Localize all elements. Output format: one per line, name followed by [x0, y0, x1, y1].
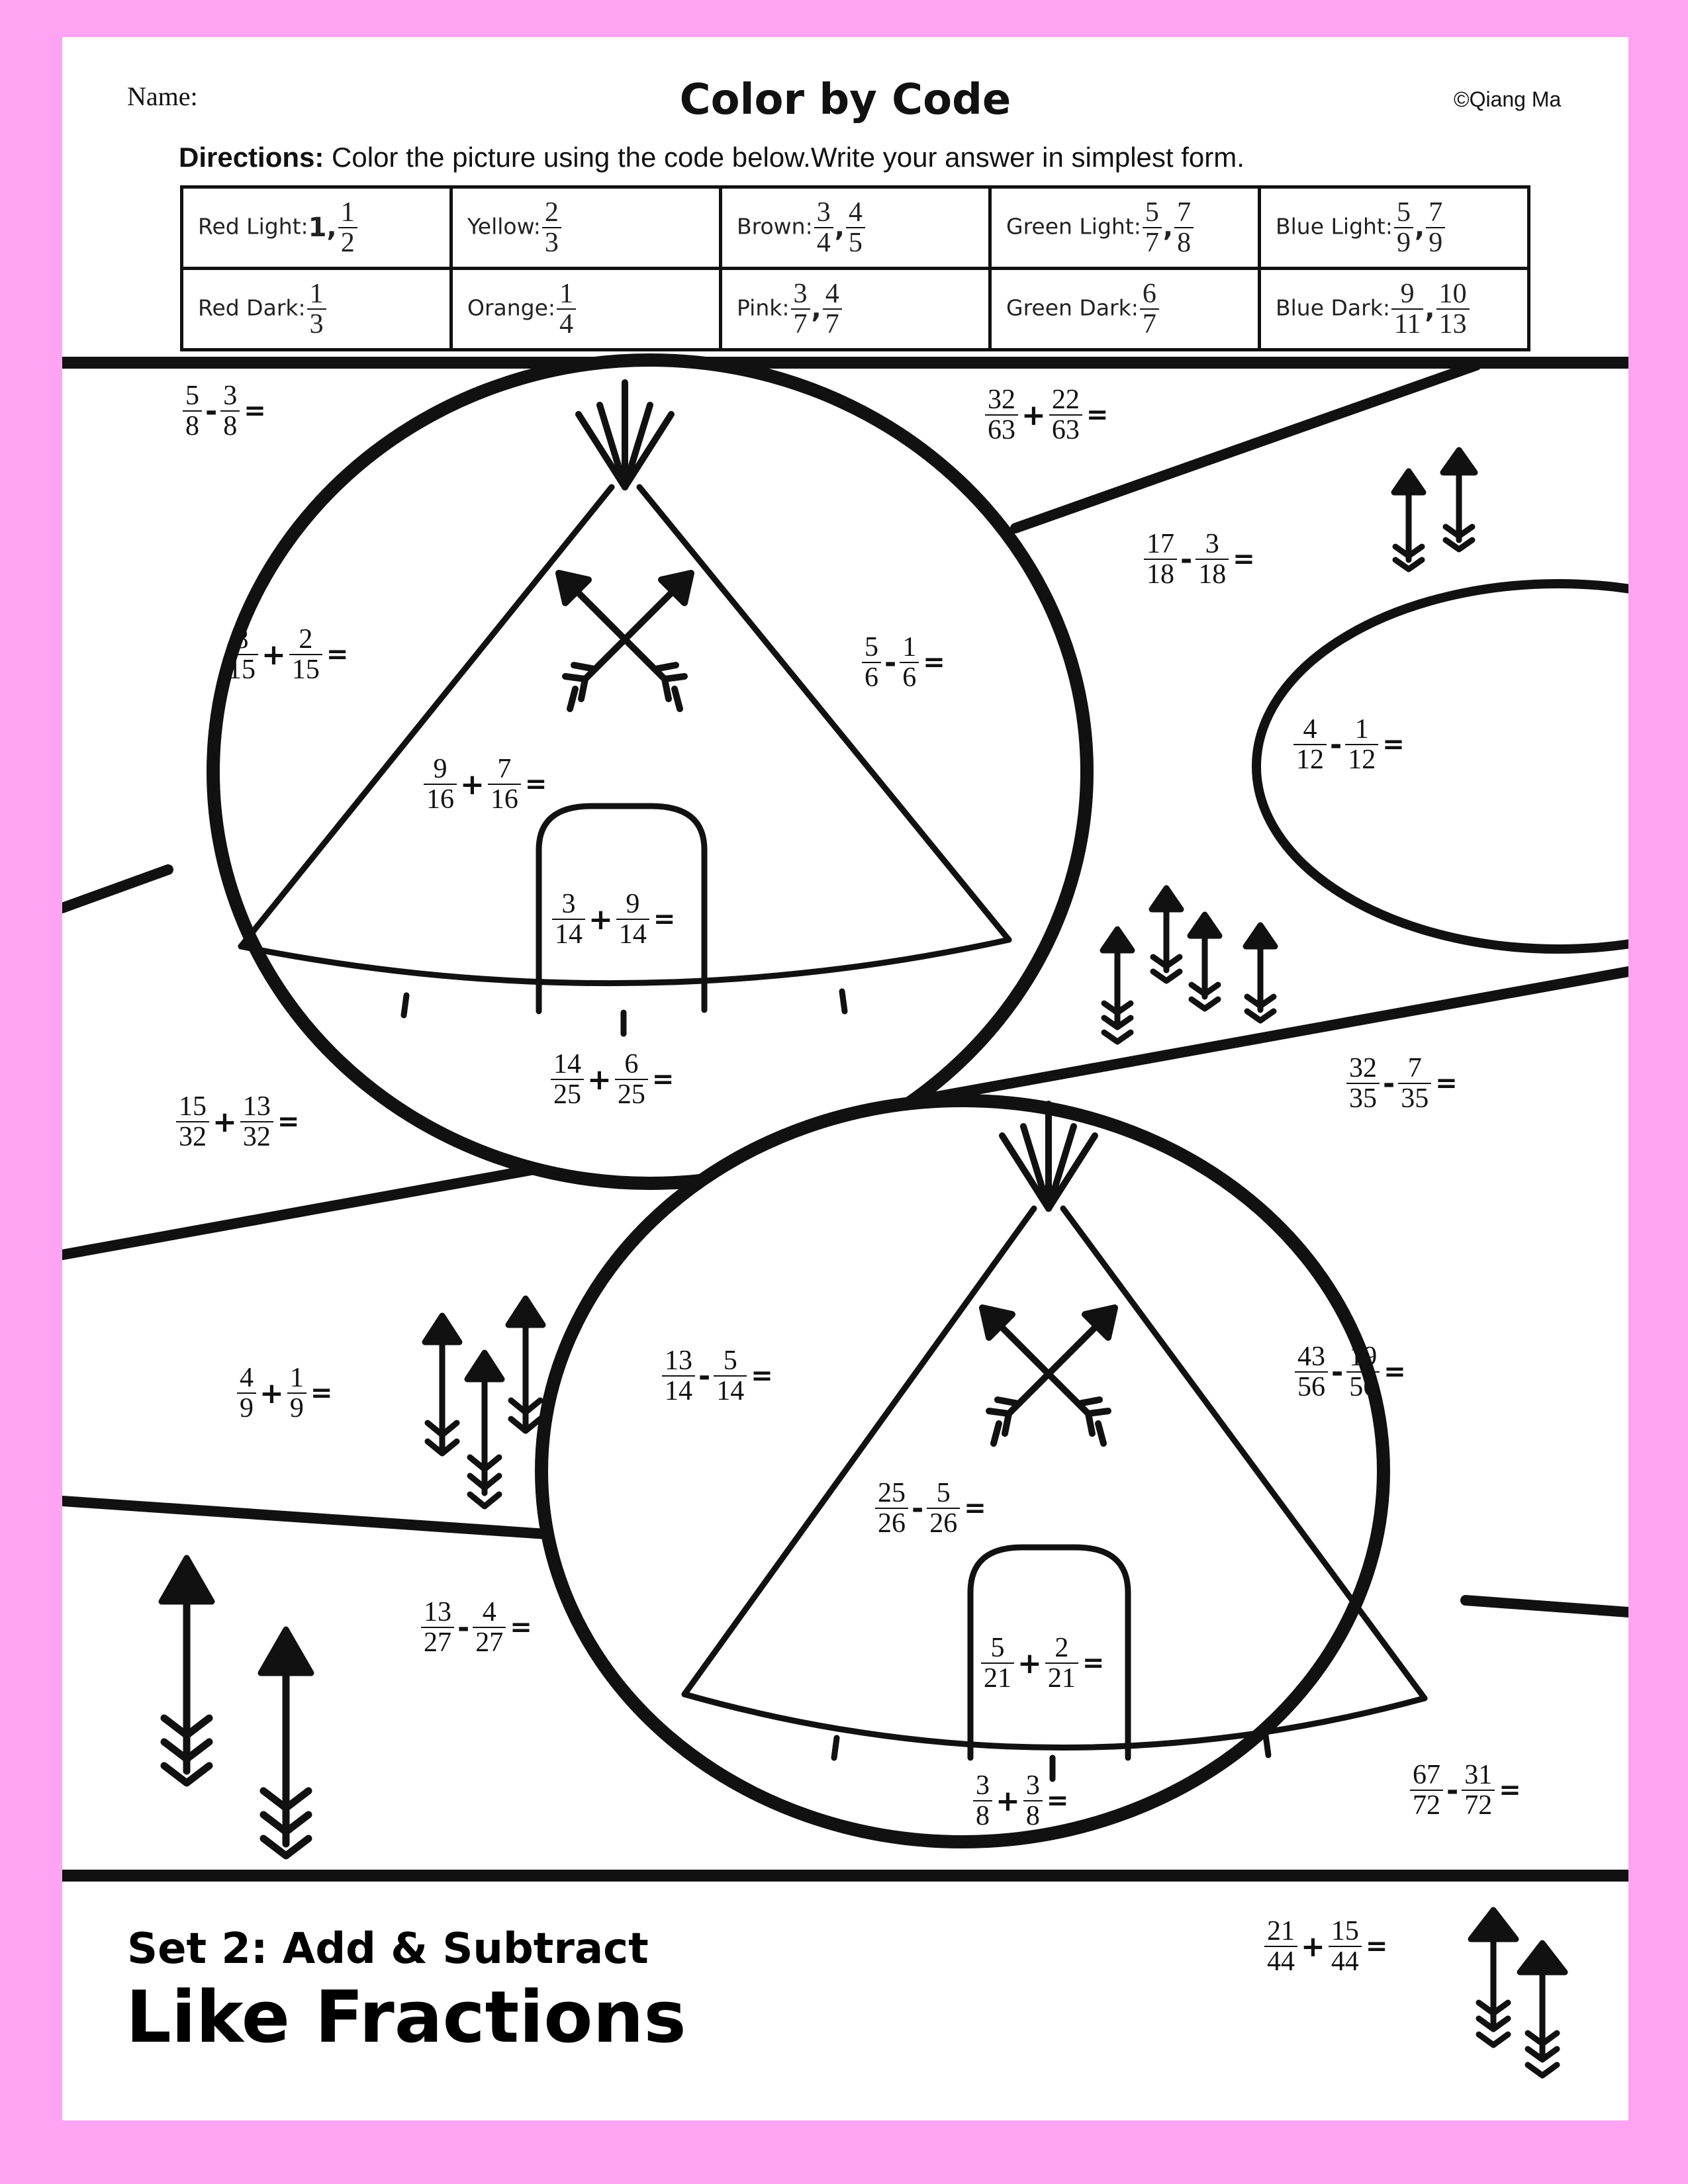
lower-right-line	[1460, 1595, 1628, 1617]
arrow-pair-bottom-left	[158, 1555, 314, 1860]
name-label: Name:	[127, 81, 198, 111]
arrow-pair-top-right	[1391, 447, 1478, 572]
upper-diagonal-line	[1010, 360, 1481, 533]
copyright-notice: ©Qiang Ma	[1454, 87, 1562, 111]
teepee-coloring-picture	[62, 353, 1628, 2079]
worksheet-page: Name: Color by Code ©Qiang Ma Directions…	[62, 37, 1628, 2120]
arrow-group-left	[422, 1295, 546, 1510]
decorative-arrows	[158, 447, 1568, 2079]
page-title: Color by Code	[679, 75, 1011, 124]
directions-text: Directions: Color the picture using the …	[179, 142, 1244, 173]
lower-left-line	[62, 1496, 610, 1543]
set-label: Set 2: Add & Subtract	[127, 1925, 649, 1974]
left-short-line	[62, 864, 173, 913]
upper-teepee	[238, 379, 1012, 1037]
lower-circle	[535, 1094, 1390, 1848]
lower-teepee	[681, 1101, 1428, 1782]
right-oval	[1252, 579, 1628, 954]
topic-title: Like Fractions	[126, 1976, 686, 2059]
directions-label: Directions:	[179, 142, 324, 173]
directions-body: Color the picture using the code below.W…	[324, 142, 1244, 173]
arrow-pair-bottom-right	[1468, 1907, 1568, 2079]
arrow-group-middle	[1100, 885, 1278, 1045]
